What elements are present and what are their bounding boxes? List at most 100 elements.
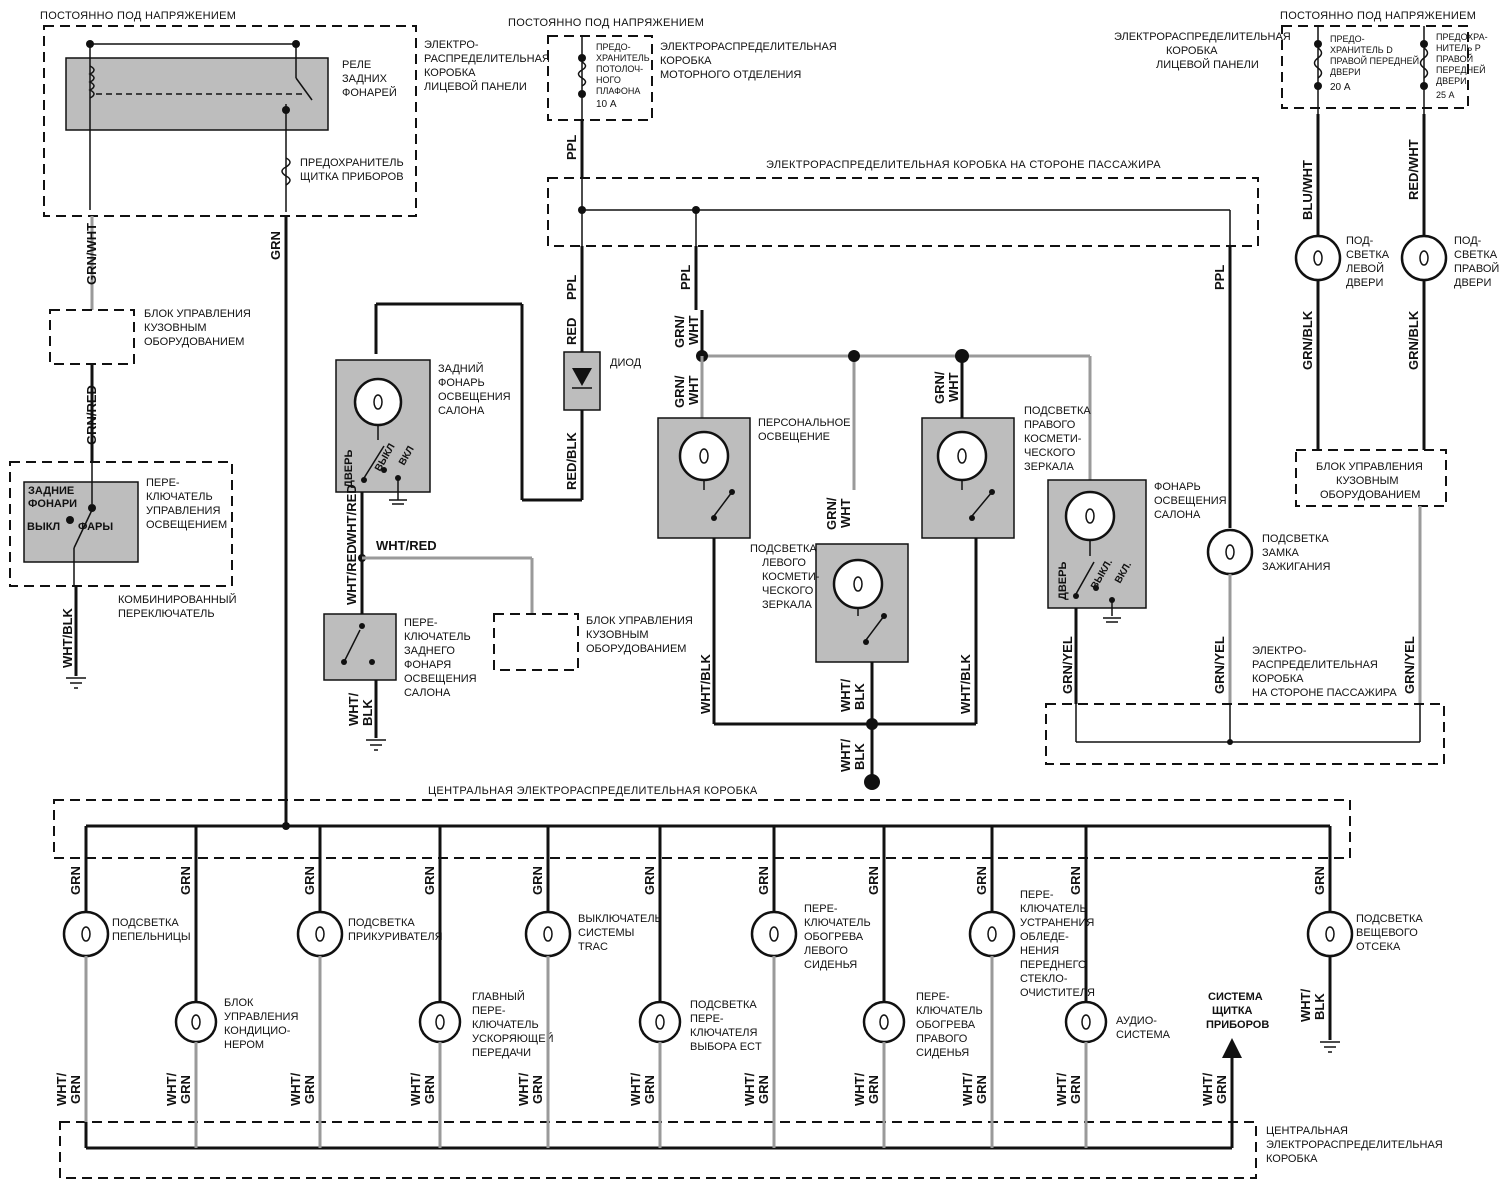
seat-r-1: ПЕРЕ- <box>916 991 950 1003</box>
seat-r-5: СИДЕНЬЯ <box>916 1047 969 1059</box>
roof-fuse-2: ХРАНИТЕЛЬ <box>596 53 650 63</box>
ect-2: ПЕРЕ- <box>690 1013 724 1025</box>
wire-grn-red: GRN/RED <box>84 385 99 445</box>
wire-grn-c3: GRN <box>302 866 317 895</box>
ac-bulb <box>174 1000 218 1044</box>
rear-sw-3: ЗАДНЕГО <box>404 645 455 657</box>
door2-label: ДВЕРЬ <box>1057 562 1069 600</box>
wire-grn-c4b: GRN <box>422 1075 437 1104</box>
engine-box-1: ЭЛЕКТРОРАСПРЕДЕЛИТЕЛЬНАЯ <box>660 41 837 53</box>
od-bulb <box>418 1000 462 1044</box>
wire-wht-c4: WHT/ <box>408 1072 423 1106</box>
wire-blu-wht: BLU/WHT <box>1300 160 1315 220</box>
wire-grn-wht-1: GRN/WHT <box>84 223 99 285</box>
light-sw-label-1: ПЕРЕ- <box>146 477 180 489</box>
wire-grn-c4: GRN <box>422 866 437 895</box>
fuse-fl-5: 20 А <box>1330 82 1351 93</box>
fuse-fl-3: ПРАВОЙ ПЕРЕДНЕЙ <box>1330 55 1419 66</box>
dash-box-right-1: ЭЛЕКТРОРАСПРЕДЕЛИТЕЛЬНАЯ <box>1114 31 1291 43</box>
od-1: ГЛАВНЫЙ <box>472 990 525 1003</box>
sw-rear-1: ЗАДНИЕ <box>28 485 74 497</box>
ect-3: КЛЮЧАТЕЛЯ <box>690 1027 757 1039</box>
relay-label-1: РЕЛЕ <box>342 59 371 71</box>
wire-wht-blk-rm: WHT/BLK <box>958 653 973 714</box>
wire-wht-c3: WHT/ <box>288 1072 303 1106</box>
lighter-1: ПОДСВЕТКА <box>348 917 415 929</box>
left-door-2: СВЕТКА <box>1346 249 1390 261</box>
wire-grn-c12: GRN <box>1312 866 1327 895</box>
wire-grn-c7: GRN <box>756 866 771 895</box>
audio-1: АУДИО- <box>1116 1015 1157 1027</box>
ashtray-2: ПЕПЕЛЬНИЦЫ <box>112 931 191 943</box>
wire-wht-slash-lm: WHT/ <box>838 678 853 712</box>
wire-grn-c7b: GRN <box>756 1075 771 1104</box>
seat-l-4: ЛЕВОГО <box>804 945 848 957</box>
fuse-fl-4: ДВЕРИ <box>1330 67 1361 77</box>
od-3: КЛЮЧАТЕЛЬ <box>472 1019 539 1031</box>
wire-grn-c8: GRN <box>866 866 881 895</box>
wire-grn-c1: GRN <box>68 866 83 895</box>
gauge-arrow-icon <box>1222 1038 1242 1058</box>
glove-bulb <box>1306 910 1354 958</box>
right-mirror-1: ПОДСВЕТКА <box>1024 405 1091 417</box>
wire-grn-c6b: GRN <box>642 1075 657 1104</box>
central-top-label: ЦЕНТРАЛЬНАЯ ЭЛЕКТРОРАСПРЕДЕЛИТЕЛЬНАЯ КОР… <box>428 785 758 797</box>
gauge-3: ПРИБОРОВ <box>1206 1019 1269 1031</box>
central-box-section: ЦЕНТРАЛЬНАЯ ЭЛЕКТРОРАСПРЕДЕЛИТЕЛЬНАЯ КОР… <box>53 785 1443 1179</box>
wire-wht-c12: WHT/ <box>1298 988 1313 1022</box>
central-box-bottom-outline <box>59 1121 1257 1179</box>
right-mirror-2: ПРАВОГО <box>1024 419 1076 431</box>
gauge-1: СИСТЕМА <box>1208 991 1263 1003</box>
wire-grn-yel-1: GRN/YEL <box>1060 636 1075 694</box>
wire-red: RED <box>564 318 579 345</box>
roof-fuse-1: ПРЕДО- <box>596 42 631 52</box>
wire-wht-c7: WHT/ <box>742 1072 757 1106</box>
wire-grn-slash-1: GRN/ <box>672 315 687 348</box>
wire-grn-c8b: GRN <box>866 1075 881 1104</box>
roof-lamp-section: ПОСТОЯННО ПОД НАПРЯЖЕНИЕМ ПРЕДО- ХРАНИТЕ… <box>323 17 1259 751</box>
rear-sw-2: КЛЮЧАТЕЛЬ <box>404 631 471 643</box>
mirror-section: PPL GRN/ WHT GRN/ WHT ПЕРСОНАЛЬНОЕ ОСВЕЩ… <box>657 246 1227 790</box>
body-ctrl-center-3: ОБОРУДОВАНИЕМ <box>586 643 686 655</box>
diode-label: ДИОД <box>610 357 642 369</box>
passenger-box-top-outline <box>547 177 1259 247</box>
left-mirror-3: КОСМЕТИ- <box>762 571 820 583</box>
fuse-fr-4: ПЕРЕДНЕЙ <box>1436 64 1486 75</box>
rear-sw-5: ОСВЕЩЕНИЯ <box>404 673 477 685</box>
defog-bulb <box>968 910 1016 958</box>
wire-wht-c6: WHT/ <box>628 1072 643 1106</box>
glove-2: ВЕЩЕВОГО <box>1356 927 1418 939</box>
ignition-lamp-bulb <box>1206 528 1254 576</box>
dash-box-left-label-3: КОРОБКА <box>424 67 476 79</box>
dash-fuse-label-1: ПРЕДОХРАНИТЕЛЬ <box>300 157 404 169</box>
wire-grn-trunk: GRN <box>268 231 283 260</box>
roof-fuse-6: 10 А <box>596 99 617 110</box>
sw-rear-2: ФОНАРИ <box>28 498 77 510</box>
seat-left-bulb <box>750 910 798 958</box>
wire-ppl-top: PPL <box>564 135 579 160</box>
wire-grn-c9b: GRN <box>974 1075 989 1104</box>
left-mirror-5: ЗЕРКАЛА <box>762 599 813 611</box>
wire-wht-red-1: WHT/RED <box>344 484 359 545</box>
wire-grn-c9: GRN <box>974 866 989 895</box>
dash-box-left-label-4: ЛИЦЕВОЙ ПАНЕЛИ <box>424 80 527 93</box>
wire-grn-c2b: GRN <box>178 1075 193 1104</box>
defog-6: ПЕРЕДНЕГО <box>1020 959 1087 971</box>
rear-sw-1: ПЕРЕ- <box>404 617 438 629</box>
seat-l-3: ОБОГРЕВА <box>804 931 864 943</box>
door-label: ДВЕРЬ <box>343 450 355 488</box>
central-bottom-3: КОРОБКА <box>1266 1153 1318 1165</box>
rear-sw-6: САЛОНА <box>404 687 451 699</box>
fuse-fr-5: ДВЕРИ <box>1436 76 1467 86</box>
wire-ppl-2: PPL <box>564 275 579 300</box>
body-ctrl-right-3: ОБОРУДОВАНИЕМ <box>1320 489 1420 501</box>
lighter-bulb <box>296 910 344 958</box>
wire-wht-2: WHT <box>686 375 701 405</box>
left-mirror-1: ПОДСВЕТКА <box>750 543 817 555</box>
light-sw-label-2: КЛЮЧАТЕЛЬ <box>146 491 213 503</box>
wire-blk-lm: BLK <box>852 683 867 710</box>
wire-ppl-3: PPL <box>678 265 693 290</box>
wire-wht-slash-rs: WHT/ <box>346 692 361 726</box>
defog-1: ПЕРЕ- <box>1020 889 1054 901</box>
dash-box-left-label-2: РАСПРЕДЕЛИТЕЛЬНАЯ <box>424 53 550 65</box>
